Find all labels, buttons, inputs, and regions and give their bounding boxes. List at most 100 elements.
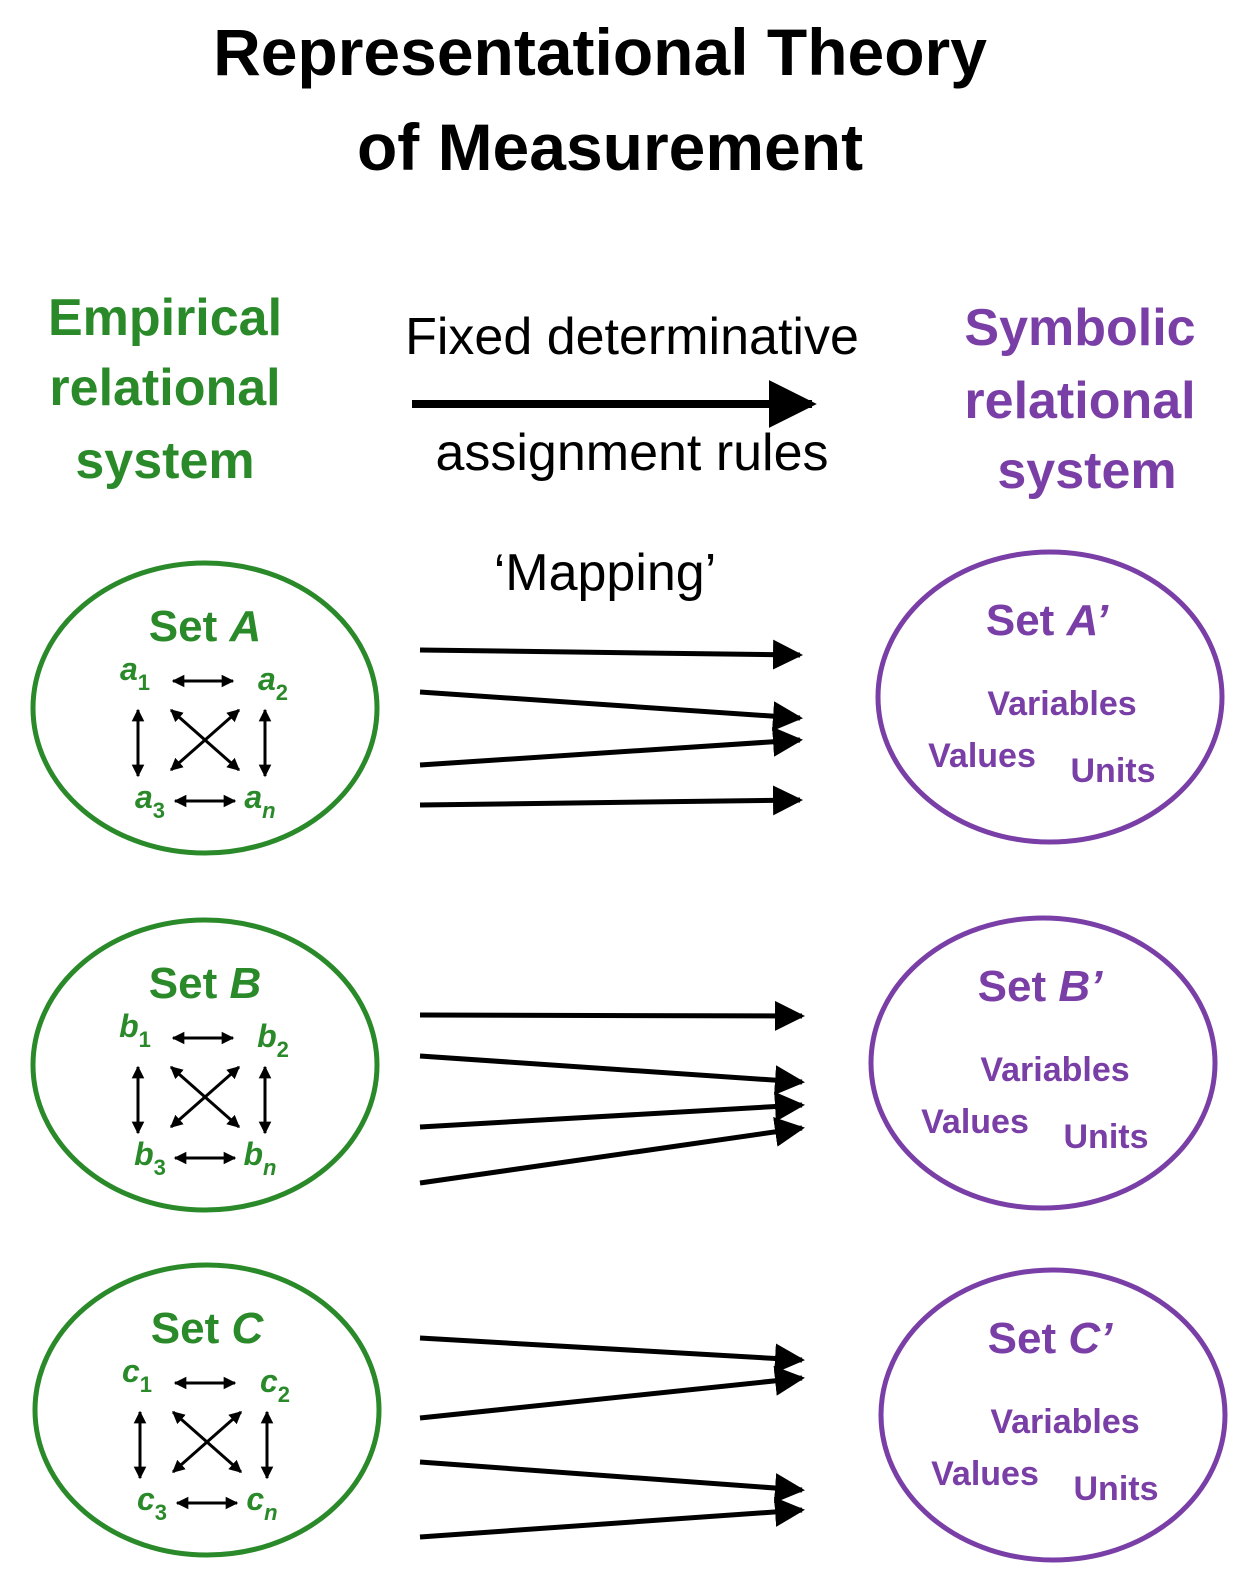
- assignment-rules-line-1: Fixed determinative: [405, 308, 859, 366]
- element-subscript: n: [264, 1500, 277, 1525]
- set-title-prefix: Set: [151, 1304, 232, 1353]
- mapping-arrow-a-3: [419, 726, 803, 768]
- symbolic-set-outline: [875, 549, 1225, 845]
- element-base: c: [260, 1363, 278, 1399]
- set-title-letter: A’: [1066, 596, 1109, 645]
- symbolic-line-3: system: [997, 442, 1176, 500]
- mapping-arrow-a-4: [419, 785, 803, 816]
- element-subscript: 1: [138, 670, 150, 695]
- title-line-2: of Measurement: [357, 110, 863, 184]
- element-a3: a3: [135, 779, 165, 823]
- element-subscript: 3: [155, 1500, 167, 1525]
- values-label: Values: [931, 1455, 1039, 1493]
- mapping-arrow-a-2: [419, 689, 803, 732]
- mapping-arrow-b-3: [419, 1091, 805, 1130]
- element-c1: c1: [122, 1353, 152, 1397]
- mapping-arrow-a-1: [419, 639, 803, 670]
- relation-arrow-diagonal-2: [170, 708, 240, 772]
- symbolic-set-title: Set C’: [988, 1314, 1113, 1363]
- element-subscript: 2: [278, 1382, 290, 1407]
- empirical-set-title: Set A: [149, 602, 261, 651]
- set-title-prefix: Set: [986, 596, 1067, 645]
- element-a1: a1: [120, 651, 150, 695]
- set-title-prefix: Set: [149, 602, 230, 651]
- mapping-arrow-c-4: [419, 1496, 805, 1540]
- element-subscript: 1: [139, 1027, 151, 1052]
- variables-label: Variables: [980, 1051, 1129, 1089]
- relation-arrow-diagonal-2: [172, 1410, 242, 1474]
- element-b2: b2: [257, 1018, 289, 1062]
- symbolic-set-outline: [878, 1267, 1228, 1563]
- element-base: c: [122, 1353, 140, 1389]
- symbolic-set-outline: [868, 915, 1218, 1211]
- element-base: c: [137, 1481, 155, 1517]
- set-title-letter: C’: [1068, 1314, 1113, 1363]
- mapping-arrow-b-2: [419, 1053, 805, 1096]
- element-base: c: [246, 1481, 264, 1517]
- mapping-arrow-c-2: [419, 1365, 805, 1421]
- units-label: Units: [1071, 752, 1156, 790]
- element-subscript: 1: [140, 1372, 152, 1397]
- empirical-system-label: Empirical relational system: [48, 289, 282, 490]
- element-base: b: [134, 1136, 154, 1172]
- element-b1: b1: [119, 1008, 151, 1052]
- symbolic-line-2: relational: [964, 372, 1195, 430]
- set-title-letter: B’: [1058, 962, 1103, 1011]
- values-label: Values: [928, 737, 1036, 775]
- element-c2: c2: [260, 1363, 290, 1407]
- element-cn: cn: [246, 1481, 277, 1525]
- set-title-letter: B: [229, 959, 261, 1008]
- title-line-1: Representational Theory: [213, 15, 987, 89]
- mapping-arrow-b-1: [419, 1000, 805, 1031]
- element-subscript: 3: [154, 1155, 166, 1180]
- variables-label: Variables: [990, 1403, 1139, 1441]
- element-base: a: [135, 779, 153, 815]
- symbolic-set-title: Set B’: [978, 962, 1103, 1011]
- element-subscript: n: [263, 1155, 276, 1180]
- element-base: b: [257, 1018, 277, 1054]
- set-title-letter: A: [228, 602, 261, 651]
- values-label: Values: [921, 1103, 1029, 1141]
- set-title-letter: C: [231, 1304, 264, 1353]
- empirical-set-outline: [30, 560, 380, 856]
- empirical-line-2: relational: [49, 359, 280, 417]
- empirical-set-title: Set C: [151, 1304, 265, 1353]
- relation-arrow-diagonal-2: [170, 1065, 240, 1129]
- symbolic-system-label: Symbolic relational system: [964, 299, 1195, 500]
- empirical-line-3: system: [75, 432, 254, 490]
- empirical-line-1: Empirical: [48, 289, 282, 347]
- units-label: Units: [1064, 1118, 1149, 1156]
- element-an: an: [244, 779, 275, 823]
- empirical-set-outline: [30, 917, 380, 1213]
- empirical-set-title: Set B: [149, 959, 261, 1008]
- element-subscript: 3: [153, 798, 165, 823]
- mapping-label: ‘Mapping’: [494, 544, 717, 602]
- element-subscript: 2: [277, 1037, 289, 1062]
- element-base: a: [244, 779, 262, 815]
- units-label: Units: [1074, 1470, 1159, 1508]
- element-base: b: [244, 1136, 264, 1172]
- element-subscript: n: [262, 798, 275, 823]
- element-base: b: [119, 1008, 139, 1044]
- symbolic-set-title: Set A’: [986, 596, 1109, 645]
- element-b3: b3: [134, 1136, 166, 1180]
- empirical-set-outline: [32, 1262, 382, 1558]
- set-title-prefix: Set: [988, 1314, 1069, 1363]
- element-c3: c3: [137, 1481, 167, 1525]
- mapping-arrow-b-4: [419, 1117, 805, 1186]
- element-base: a: [120, 651, 138, 687]
- mapping-arrows: [419, 639, 805, 1540]
- set-title-prefix: Set: [149, 959, 230, 1008]
- element-a2: a2: [258, 661, 288, 705]
- element-base: a: [258, 661, 276, 697]
- element-bn: bn: [244, 1136, 277, 1180]
- symbolic-line-1: Symbolic: [964, 299, 1195, 357]
